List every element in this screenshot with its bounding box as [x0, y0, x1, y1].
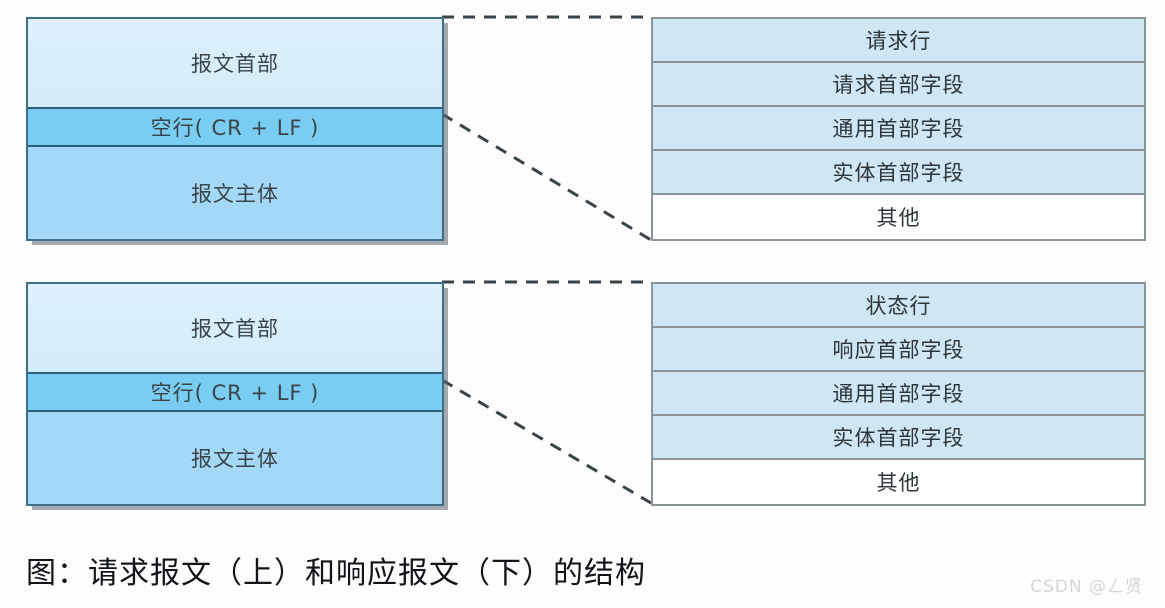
message-row-body: 报文主体 — [28, 412, 442, 504]
message-row-header: 报文首部 — [28, 284, 442, 372]
detail-panel-response: 状态行 响应首部字段 通用首部字段 实体首部字段 其他 — [651, 282, 1146, 506]
detail-row-status-line: 状态行 — [653, 284, 1144, 328]
connector-request-diagonal — [441, 112, 652, 242]
detail-row-other: 其他 — [653, 195, 1144, 239]
detail-row-general-header-fields: 通用首部字段 — [653, 107, 1144, 151]
message-row-blank-line: 空行( CR + LF ) — [28, 107, 442, 147]
detail-row-request-header-fields: 请求首部字段 — [653, 63, 1144, 107]
message-row-body: 报文主体 — [28, 147, 442, 239]
message-box-request: 报文首部 空行( CR + LF ) 报文主体 — [26, 17, 444, 241]
figure-caption: 图：请求报文（上）和响应报文（下）的结构 — [26, 556, 646, 591]
detail-panel-request: 请求行 请求首部字段 通用首部字段 实体首部字段 其他 — [651, 17, 1146, 241]
connector-response-diagonal — [441, 378, 652, 505]
detail-row-other: 其他 — [653, 460, 1144, 504]
detail-row-general-header-fields: 通用首部字段 — [653, 372, 1144, 416]
detail-row-request-line: 请求行 — [653, 19, 1144, 63]
detail-row-entity-header-fields: 实体首部字段 — [653, 416, 1144, 460]
detail-row-response-header-fields: 响应首部字段 — [653, 328, 1144, 372]
message-row-header: 报文首部 — [28, 19, 442, 107]
message-box-response: 报文首部 空行( CR + LF ) 报文主体 — [26, 282, 444, 506]
message-row-blank-line: 空行( CR + LF ) — [28, 372, 442, 412]
detail-row-entity-header-fields: 实体首部字段 — [653, 151, 1144, 195]
watermark: CSDN @ㄥ贤 — [1030, 577, 1143, 597]
